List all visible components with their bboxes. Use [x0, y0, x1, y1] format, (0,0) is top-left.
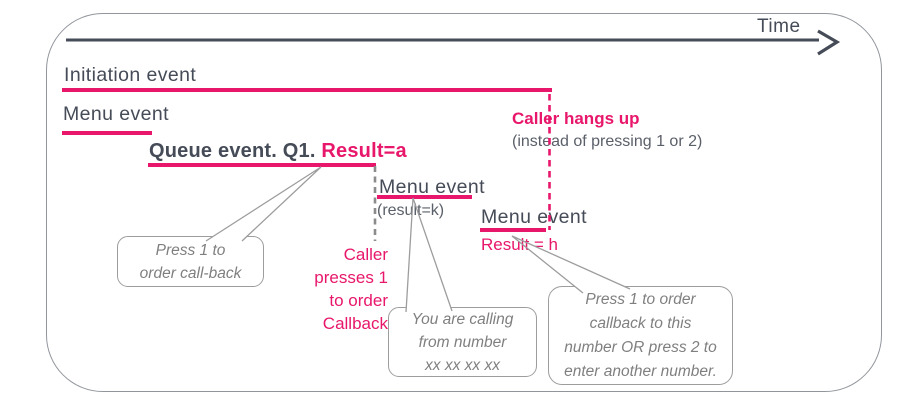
event-label-initiation: Initiation event [64, 64, 197, 86]
menu-event-2-line [377, 195, 472, 199]
event-label-queue: Queue event. Q1. Result=a [149, 140, 407, 163]
event-label-menu-2: Menu event [379, 176, 485, 198]
event-label-menu-3: Menu event [481, 206, 587, 228]
queue-event-line [148, 163, 376, 167]
diagram-frame [46, 13, 882, 392]
caller-presses-line: presses 1 [314, 268, 388, 287]
caller-hangs-up-title: Caller hangs up [512, 109, 640, 128]
caller-hangs-up-subtitle: (instead of pressing 1 or 2) [512, 133, 703, 150]
callout-calling-from-number: You are calling from number xx xx xx xx [388, 307, 537, 377]
callout-line: order call-back [139, 264, 242, 282]
caller-presses-line: to order [329, 291, 388, 310]
menu-event-1-line [62, 131, 152, 135]
menu-3-result: Result = h [481, 235, 559, 254]
callout-line: enter another number. [564, 362, 717, 380]
callout-line: number OR press 2 to [564, 338, 717, 356]
caller-presses-line: Caller [343, 245, 388, 264]
menu-2-result: (result=k) [377, 202, 445, 219]
callout-line: callback to this [589, 314, 692, 332]
menu-event-3-line [480, 228, 546, 232]
initiation-event-line [62, 88, 552, 92]
callout-line: from number [418, 333, 507, 351]
event-label-menu-1: Menu event [63, 103, 169, 125]
caller-presses-note: Caller presses 1 to order Callback [288, 243, 388, 335]
callout-press-1-callback: Press 1 to order call-back [117, 236, 264, 287]
callout-line: Press 1 to order [585, 290, 696, 308]
queue-event-result: Result=a [321, 140, 407, 162]
callout-line: Press 1 to [155, 241, 226, 259]
callout-line: You are calling [411, 310, 514, 328]
callout-line: xx xx xx xx [425, 356, 500, 374]
time-axis-label: Time [757, 16, 801, 37]
caller-presses-line: Callback [322, 314, 388, 333]
queue-event-text: Queue event. Q1. [149, 140, 322, 162]
callout-press-options: Press 1 to order callback to this number… [548, 286, 733, 385]
